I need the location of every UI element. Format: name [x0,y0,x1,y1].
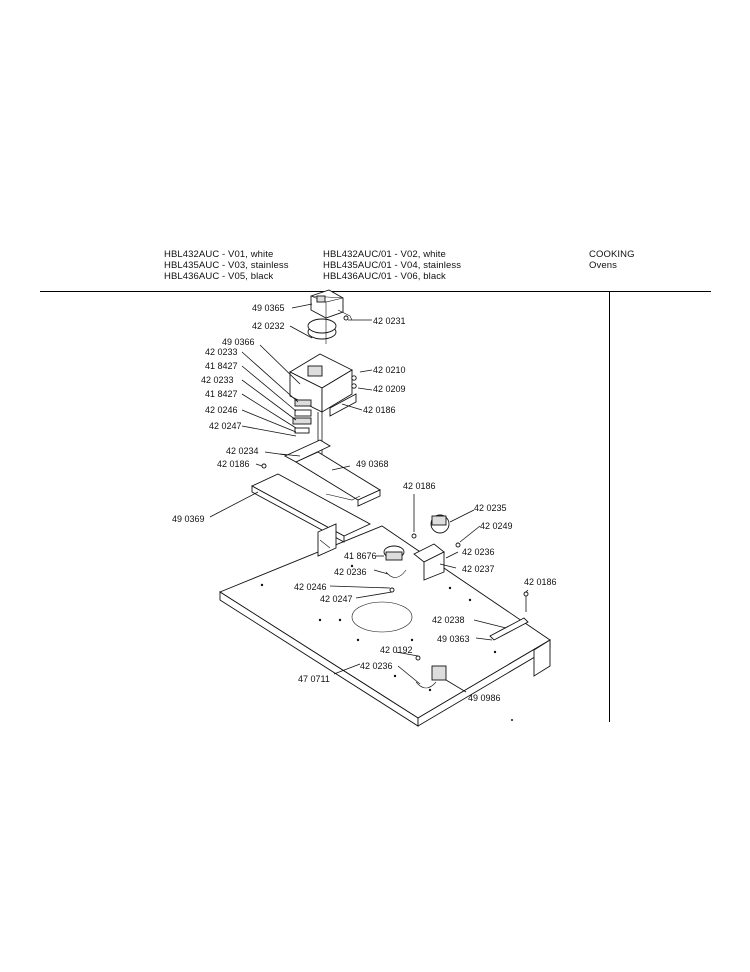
part-number-label: 42 0186 [217,459,250,469]
part-number-label: 49 0369 [172,514,205,524]
model-line: HBL436AUC - V05, black [164,271,274,282]
category-block: COOKING Ovens [589,249,635,271]
model-list-right: HBL432AUC/01 - V02, white HBL435AUC/01 -… [323,249,461,282]
header-divider [40,291,711,292]
part-number-label: 42 0236 [462,547,495,557]
part-number-label: 42 0186 [403,481,436,491]
base-plate [219,525,551,727]
part-number-label: 42 0247 [209,421,242,431]
rail-assembly [295,451,381,507]
lock-assembly [383,545,407,578]
model-line: HBL435AUC/01 - V04, stainless [323,260,462,271]
slide-assembly [250,473,372,557]
part-number-label: 42 0234 [226,446,259,456]
part-number-label: 42 0233 [205,347,238,357]
housing-box [289,353,357,417]
part-number-label: 42 0237 [462,564,495,574]
part-number-label: 42 0210 [373,365,406,375]
leader-lines [209,303,529,693]
part-number-label: 49 0363 [437,634,470,644]
part-number-label: 42 0236 [334,567,367,577]
model-line: HBL435AUC - V03, stainless [164,260,289,271]
part-number-label: 42 0186 [363,405,396,415]
part-number-label: 42 0209 [373,384,406,394]
part-number-label: 42 0232 [252,321,285,331]
part-number-label: 42 0233 [201,375,234,385]
vertical-divider [609,292,610,722]
motor-assembly [307,289,353,344]
contact-stack [292,399,312,434]
part-number-label: 42 0246 [205,405,238,415]
part-number-label: 41 8427 [205,389,238,399]
switch-49-0986 [415,665,447,689]
part-number-label: 49 0365 [252,303,285,313]
hinge-49-0363 [489,596,529,641]
part-number-label: 42 0236 [360,661,393,671]
part-number-label: 47 0711 [298,674,330,684]
part-number-label: 42 0231 [373,316,406,326]
switch-42-0235 [413,514,450,581]
model-list-left: HBL432AUC - V01, white HBL435AUC - V03, … [164,249,289,282]
callout-labels: 49 0365 42 0231 42 0232 49 0366 42 0233 … [172,303,557,703]
model-line: HBL436AUC/01 - V06, black [323,271,446,282]
part-number-label: 42 0192 [380,645,413,655]
part-number-label: 41 8427 [205,361,238,371]
part-number-label: 42 0249 [480,521,513,531]
part-number-label: 42 0246 [294,582,327,592]
part-number-label: 49 0986 [468,693,501,703]
model-line: HBL432AUC - V01, white [164,249,274,260]
part-number-label: 49 0368 [356,459,389,469]
part-number-label: 41 8676 [344,551,377,561]
model-line: HBL432AUC/01 - V02, white [323,249,446,260]
part-number-label: 42 0247 [320,594,353,604]
subcategory-label: Ovens [589,260,617,271]
part-number-label: 49 0366 [222,337,255,347]
part-number-label: 42 0238 [432,615,465,625]
category-label: COOKING [589,249,635,260]
part-number-label: 42 0235 [474,503,507,513]
part-number-label: 42 0186 [524,577,557,587]
